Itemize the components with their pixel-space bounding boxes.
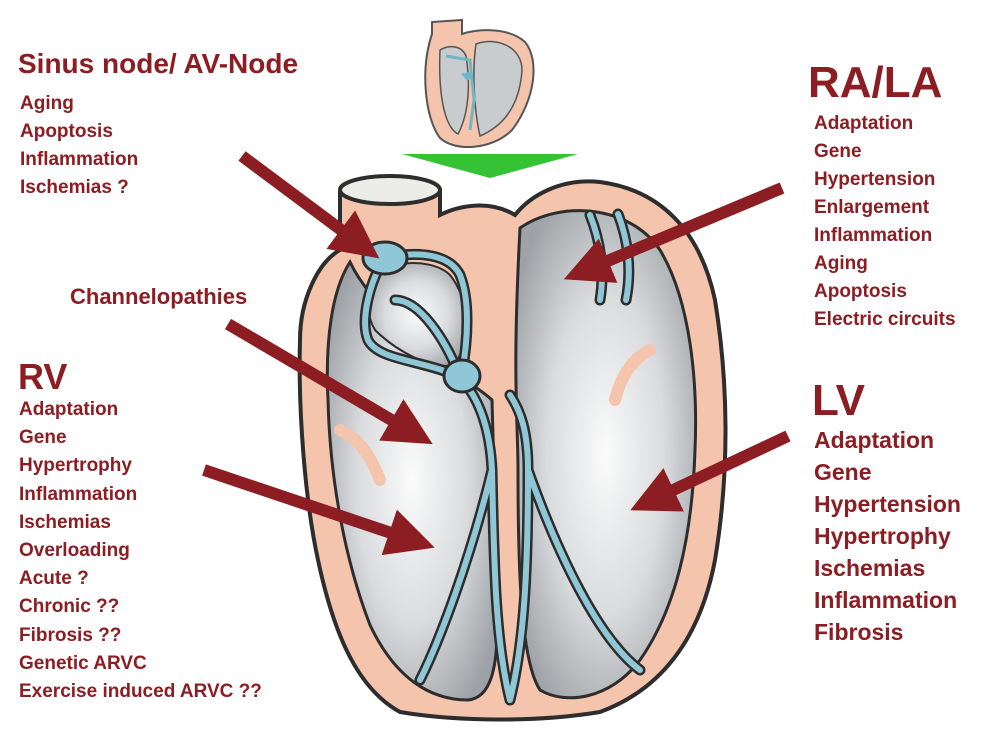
list-item: Inflammation	[814, 587, 958, 613]
list-item: Fibrosis ??	[19, 624, 122, 646]
list-item: Hypertension	[814, 491, 961, 517]
list-item: Electric circuits	[814, 309, 956, 330]
list-item: Chronic ??	[19, 596, 120, 618]
list-item: Ischemias ?	[20, 177, 129, 198]
list-item: Gene	[19, 427, 67, 449]
list-item: Overloading	[19, 540, 130, 562]
green-pointer	[402, 154, 578, 178]
list-item: Inflammation	[19, 483, 138, 505]
sinus-node-list: Aging Apoptosis Inflammation Ischemias ?	[20, 90, 138, 202]
list-item: Hypertrophy	[814, 523, 951, 549]
list-item: Acute ?	[19, 568, 89, 590]
arrow-rala	[563, 182, 785, 283]
sinus-node-title: Sinus node/ AV-Node	[18, 48, 299, 79]
lv-title: LV	[812, 376, 865, 425]
list-item: Apoptosis	[814, 281, 907, 302]
list-item: Ischemias	[814, 555, 926, 581]
main-heart	[297, 174, 728, 722]
list-item: Apoptosis	[20, 121, 113, 142]
arrow-sinus-node	[238, 151, 380, 259]
list-item: Gene	[814, 459, 872, 485]
rala-title: RA/LA	[808, 58, 943, 107]
list-item: Fibrosis	[814, 619, 904, 645]
list-item: Exercise induced ARVC ??	[19, 681, 262, 703]
list-item: Adaptation	[814, 113, 914, 134]
list-item: Genetic ARVC	[19, 652, 147, 674]
list-item: Hypertrophy	[19, 455, 132, 477]
list-item: Aging	[814, 253, 868, 274]
list-item: Adaptation	[19, 399, 119, 420]
channelopathies-title: Channelopathies	[70, 284, 248, 309]
list-item: Inflammation	[20, 149, 139, 170]
rv-title: RV	[18, 356, 68, 397]
lv-list: Adaptation Gene Hypertension Hypertrophy…	[814, 424, 961, 648]
list-item: Hypertension	[814, 169, 936, 190]
rala-list: Adaptation Gene Hypertension Enlargement…	[814, 110, 956, 334]
list-item: Ischemias	[19, 511, 111, 533]
sinus-node	[361, 240, 409, 276]
list-item: Aging	[20, 93, 74, 114]
list-item: Gene	[814, 141, 862, 162]
small-heart-thumbnail	[424, 18, 535, 148]
arrow-lv	[630, 430, 791, 512]
list-item: Inflammation	[814, 225, 933, 246]
rv-list: Adaptation Gene Hypertrophy Inflammation…	[19, 396, 262, 706]
arrow-channelopathies	[224, 318, 433, 445]
arrows	[202, 151, 791, 556]
arrow-rv	[202, 464, 435, 556]
av-node	[442, 358, 482, 394]
list-item: Adaptation	[814, 427, 935, 453]
list-item: Enlargement	[814, 197, 930, 218]
